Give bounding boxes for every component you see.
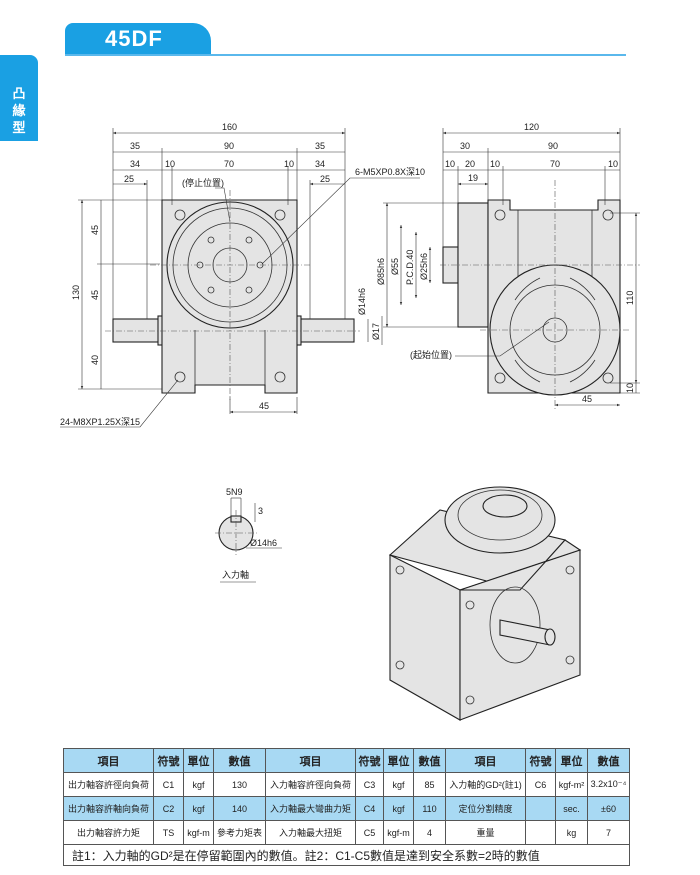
svg-text:Ø17: Ø17 — [371, 323, 381, 340]
svg-text:P.C.D.40: P.C.D.40 — [405, 250, 415, 285]
svg-text:45: 45 — [259, 401, 269, 411]
category-label: 凸緣型 — [12, 86, 26, 135]
start-position-label: (起始位置) — [410, 349, 452, 360]
input-shaft-caption: 入力軸 — [222, 569, 249, 580]
svg-text:45: 45 — [90, 225, 100, 235]
svg-text:20: 20 — [465, 159, 475, 169]
input-shaft-right — [299, 318, 355, 343]
svg-text:Ø25h6: Ø25h6 — [419, 253, 429, 280]
svg-text:70: 70 — [224, 159, 234, 169]
svg-text:Ø85h6: Ø85h6 — [376, 258, 386, 285]
model-tab: 45DF — [65, 23, 211, 55]
note-row: 註1：入力軸的GD²是在停留範圍內的數值。註2：C1-C5數值是達到安全系數=2… — [63, 844, 630, 866]
svg-text:35: 35 — [315, 141, 325, 151]
svg-text:34: 34 — [130, 159, 140, 169]
stop-position-label: (停止位置) — [182, 177, 224, 188]
svg-text:10: 10 — [625, 383, 635, 393]
svg-text:160: 160 — [222, 122, 237, 132]
svg-text:45: 45 — [582, 394, 592, 404]
table-note: 註1：入力軸的GD²是在停留範圍內的數值。註2：C1-C5數值是達到安全系數=2… — [63, 844, 630, 866]
svg-text:110: 110 — [625, 291, 635, 305]
svg-text:45: 45 — [90, 290, 100, 300]
svg-text:10: 10 — [490, 159, 500, 169]
svg-text:10: 10 — [608, 159, 618, 169]
input-shaft-left — [112, 318, 160, 343]
spec-header-row: 項目符號單位數值 項目符號單位數值 項目符號單位數值 — [63, 748, 630, 773]
svg-text:120: 120 — [524, 122, 539, 132]
svg-text:10: 10 — [165, 159, 175, 169]
svg-text:30: 30 — [460, 141, 470, 151]
svg-text:3: 3 — [258, 506, 263, 516]
front-view: 160 35 90 35 34 10 70 10 34 25 25 130 45… — [60, 122, 425, 428]
mount-label: 24-M8XP1.25X深15 — [60, 417, 140, 427]
svg-text:90: 90 — [224, 141, 234, 151]
svg-text:Ø14h6: Ø14h6 — [250, 538, 277, 548]
svg-text:40: 40 — [90, 355, 100, 365]
svg-text:130: 130 — [71, 285, 81, 300]
svg-text:35: 35 — [130, 141, 140, 151]
svg-text:90: 90 — [548, 141, 558, 151]
svg-text:10: 10 — [284, 159, 294, 169]
svg-text:Ø14h6: Ø14h6 — [357, 288, 367, 315]
svg-text:Ø55: Ø55 — [390, 258, 400, 275]
model-title: 45DF — [105, 26, 163, 51]
svg-text:5N9: 5N9 — [226, 487, 243, 497]
svg-text:10: 10 — [445, 159, 455, 169]
category-tab: 凸緣型 — [0, 55, 38, 141]
svg-text:34: 34 — [315, 159, 325, 169]
header-rule — [65, 54, 626, 56]
tap-label: 6-M5XP0.8X深10 — [355, 167, 425, 177]
isometric-view — [388, 486, 582, 721]
key-detail: 5N9 3 Ø14h6 入力軸 — [215, 487, 282, 583]
svg-text:70: 70 — [550, 159, 560, 169]
svg-text:25: 25 — [124, 174, 134, 184]
svg-text:19: 19 — [468, 173, 478, 183]
svg-text:25: 25 — [320, 174, 330, 184]
side-view: 120 30 90 10 20 10 70 10 19 Ø85h6 Ø55 P.… — [376, 122, 640, 410]
